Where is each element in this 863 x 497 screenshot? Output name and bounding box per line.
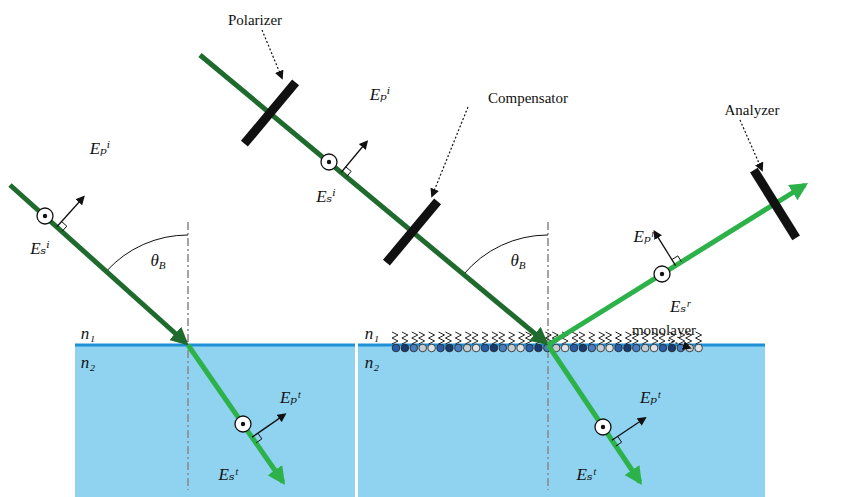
field-vector (37, 197, 84, 231)
angle-arc (106, 235, 188, 271)
angle-arc (463, 235, 548, 275)
field-symbol: Eₚᵗ (640, 389, 660, 406)
field-symbol: Eₛⁱ (316, 188, 336, 205)
leader-line (432, 107, 468, 196)
field-symbol: n₁ (365, 325, 379, 342)
field-symbol: θB (510, 252, 525, 271)
field-symbol: n₂ (365, 354, 379, 371)
field-vector (595, 418, 645, 446)
field-symbol: Eₛⁱ (30, 240, 50, 257)
part-name: Polarizer (228, 13, 282, 28)
field-symbol: Eₛᵗ (219, 466, 238, 483)
field-symbol: θB (150, 252, 165, 271)
leader-line (262, 30, 282, 78)
optical-element (754, 170, 796, 238)
field-symbol: Eₛᵗ (577, 466, 596, 483)
light-beam (10, 185, 186, 343)
surface-normal (547, 222, 549, 490)
field-vector (235, 414, 285, 443)
field-symbol: Eₚᵗ (280, 389, 300, 406)
optical-element (386, 201, 437, 262)
field-symbol: n₁ (81, 325, 95, 342)
leader-line (668, 340, 690, 348)
light-beam (188, 345, 283, 482)
field-vector (654, 232, 682, 282)
leader-line (740, 120, 762, 170)
field-vector (321, 142, 367, 177)
part-name: Analyzer (725, 103, 780, 118)
field-symbol: Eₚⁱ (370, 86, 391, 103)
field-symbol: Eₛʳ (670, 298, 690, 315)
field-symbol: Eₚⁱ (90, 140, 111, 157)
water-region (358, 345, 765, 497)
field-symbol: Eₚʳ (634, 228, 655, 245)
light-beam (548, 345, 640, 482)
part-name: Compensator (488, 91, 568, 106)
part-name: monolayer (632, 323, 696, 338)
field-symbol: n₂ (81, 354, 95, 371)
interface-line (75, 344, 355, 347)
optical-element (244, 82, 295, 143)
light-beam (548, 185, 805, 345)
surface-normal (187, 222, 189, 490)
water-region (75, 345, 355, 497)
